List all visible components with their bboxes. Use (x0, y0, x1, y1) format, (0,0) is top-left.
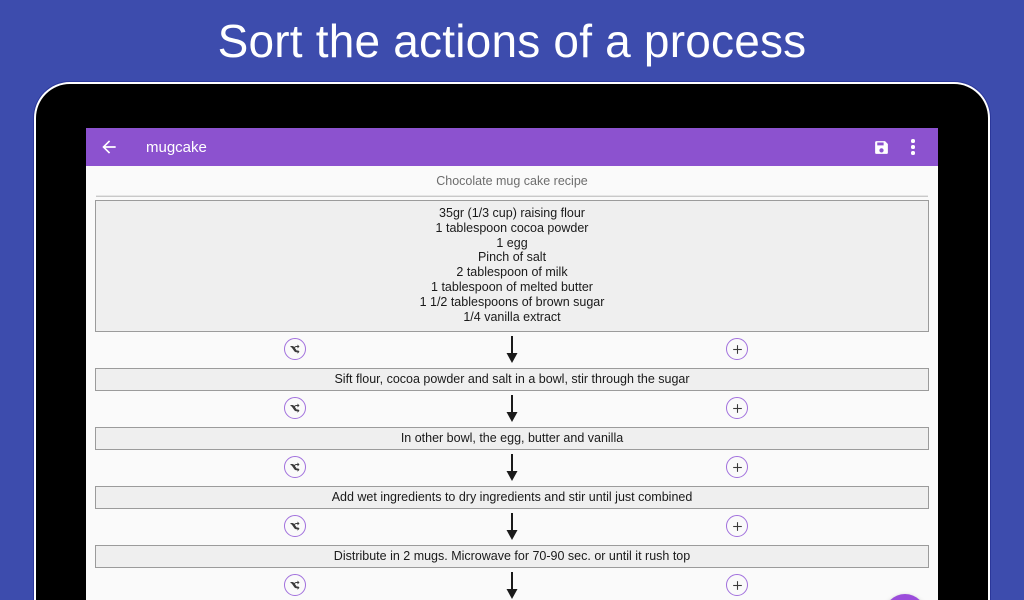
plus-icon[interactable] (726, 397, 748, 420)
overflow-dot (911, 145, 915, 149)
connector-row (95, 568, 929, 600)
edit-fab-button[interactable] (884, 594, 926, 600)
shuffle-icon[interactable] (284, 574, 306, 597)
promo-headline: Sort the actions of a process (217, 15, 807, 67)
down-arrow-icon (505, 454, 519, 482)
down-arrow-icon (505, 572, 519, 600)
down-arrow-icon (505, 513, 519, 541)
app-bar: mugcake (86, 128, 938, 166)
shuffle-icon[interactable] (284, 397, 306, 420)
down-arrow-icon (505, 395, 519, 423)
overflow-menu-icon[interactable] (900, 134, 926, 160)
step-row[interactable]: Distribute in 2 mugs. Microwave for 70-9… (95, 545, 929, 569)
back-arrow-icon[interactable] (96, 134, 122, 160)
ingredients-block[interactable]: 35gr (1/3 cup) raising flour 1 tablespoo… (95, 200, 929, 333)
shuffle-icon[interactable] (284, 338, 306, 361)
ingredient-line: 1 1/2 tablespoons of brown sugar (419, 294, 605, 309)
process-editor: Chocolate mug cake recipe 35gr (1/3 cup)… (86, 166, 938, 600)
step-row[interactable]: Sift flour, cocoa powder and salt in a b… (95, 368, 929, 392)
plus-icon[interactable] (726, 574, 748, 597)
tablet-device-frame: mugcake Chocolate mug cake recipe 35g (36, 84, 988, 600)
down-arrow-icon (505, 336, 519, 364)
ingredient-line: Pinch of salt (477, 250, 547, 265)
step-row[interactable]: Add wet ingredients to dry ingredients a… (95, 486, 929, 510)
connector-row (95, 450, 929, 486)
plus-icon[interactable] (726, 515, 748, 538)
connector-row (95, 509, 929, 545)
app-screen: mugcake Chocolate mug cake recipe 35g (86, 128, 938, 600)
ingredient-line: 35gr (1/3 cup) raising flour (439, 206, 585, 220)
overflow-dots (911, 139, 915, 155)
ingredient-line: 1 tablespoon cocoa powder (435, 220, 589, 235)
app-bar-title: mugcake (146, 138, 207, 156)
overflow-dot (911, 151, 915, 155)
overflow-dot (911, 139, 915, 143)
shuffle-icon[interactable] (284, 456, 306, 479)
plus-icon[interactable] (726, 456, 748, 479)
connector-row (95, 332, 929, 368)
connector-row (95, 391, 929, 427)
title-divider (96, 195, 928, 197)
recipe-title: Chocolate mug cake recipe (436, 174, 588, 188)
ingredient-line: 2 tablespoon of milk (456, 265, 568, 280)
ingredient-line: 1/4 vanilla extract (463, 309, 561, 324)
step-row[interactable]: In other bowl, the egg, butter and vanil… (95, 427, 929, 451)
shuffle-icon[interactable] (284, 515, 306, 538)
ingredient-line: 1 egg (496, 235, 528, 250)
save-floppy-icon[interactable] (868, 134, 894, 160)
plus-icon[interactable] (726, 338, 748, 361)
ingredient-line: 1 tablespoon of melted butter (431, 279, 593, 294)
